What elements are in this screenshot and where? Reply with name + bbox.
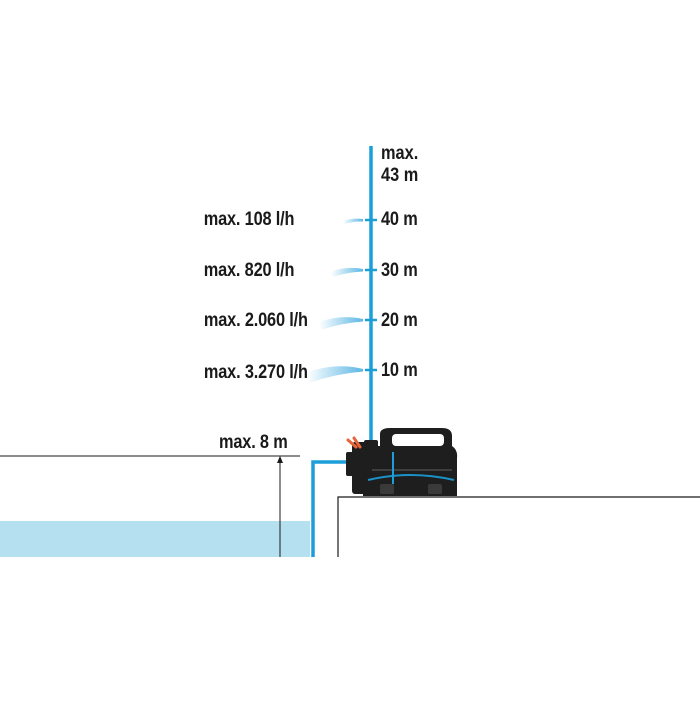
pump xyxy=(346,428,458,496)
height-label-30: 30 m xyxy=(381,260,418,281)
suction-depth-label: max. 8 m xyxy=(219,432,288,453)
flow-label-20: max. 2.060 l/h xyxy=(204,310,308,331)
max-height-label: max. 43 m xyxy=(381,143,418,187)
flow-label-30: max. 820 l/h xyxy=(203,260,294,281)
height-label-40: 40 m xyxy=(381,209,418,230)
spray-jet-40 xyxy=(343,218,363,224)
water-surface xyxy=(0,521,310,557)
suction-depth-arrowhead xyxy=(277,456,283,463)
platform-outline xyxy=(337,496,700,557)
max-height-line2: 43 m xyxy=(381,165,419,186)
flow-label-40: max. 108 l/h xyxy=(203,209,294,230)
spray-jet-10 xyxy=(307,366,363,383)
spray-jet-20 xyxy=(319,317,363,330)
max-height-line1: max. xyxy=(381,143,419,164)
levels-layer xyxy=(307,218,377,383)
spray-jet-30 xyxy=(331,267,363,277)
height-label-20: 20 m xyxy=(381,310,418,331)
flow-label-10: max. 3.270 l/h xyxy=(204,362,308,383)
height-label-10: 10 m xyxy=(381,360,418,381)
suction-pipe xyxy=(311,460,348,557)
